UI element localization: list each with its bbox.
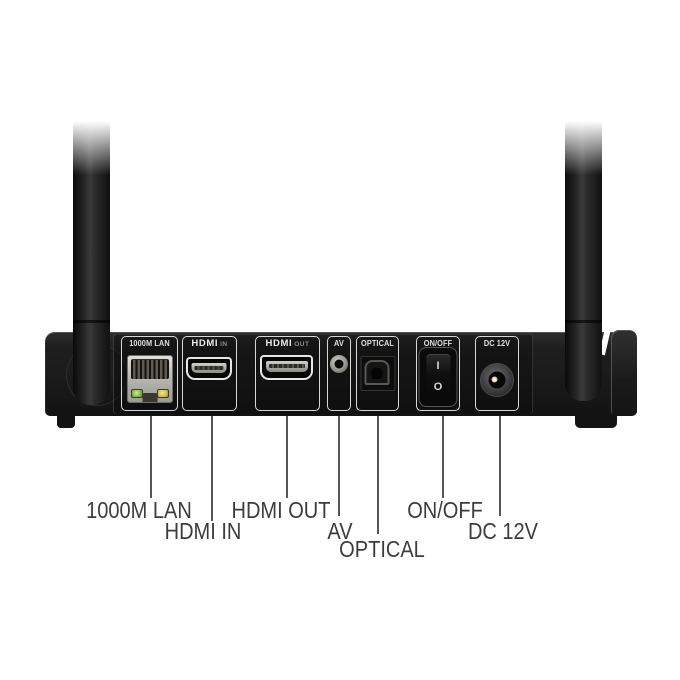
callout-line-dc: [499, 414, 501, 516]
optical-port-group: OPTICAL: [356, 336, 399, 411]
rear-port-panel: [113, 334, 533, 414]
av-port-group: AV: [327, 336, 351, 411]
antenna-top-fade: [69, 115, 114, 175]
lan-port-label: 1000M LAN: [129, 339, 170, 348]
antenna-top-fade: [561, 115, 606, 175]
callout-line-hdmi-out: [286, 414, 288, 498]
lan-port-group: 1000M LAN: [121, 336, 178, 411]
optical-jack: [360, 356, 395, 391]
callout-line-av: [338, 414, 340, 516]
dc-jack-pin: [491, 376, 498, 383]
callout-line-power: [442, 414, 444, 498]
antenna-joint-seam: [73, 320, 110, 323]
optical-port-label: OPTICAL: [361, 339, 394, 348]
antenna-joint-seam: [565, 320, 602, 323]
callout-label-lan: 1000M LAN: [86, 497, 192, 523]
dc-jack-hole: [488, 371, 506, 389]
power-port-group: ON/OFF I O: [416, 336, 460, 411]
hdmi-logo: HDMI: [265, 338, 293, 349]
callout-label-power: ON/OFF: [407, 497, 483, 523]
power-on-mark: I: [436, 360, 440, 372]
callout-line-hdmi-in: [211, 414, 213, 521]
hdmi-out-port-label: HDMI OUT: [256, 339, 319, 350]
hdmi-in-suffix: IN: [220, 341, 228, 348]
callout-line-lan: [150, 414, 152, 498]
hdmi-out-jack: [260, 355, 313, 380]
power-port-label: ON/OFF: [423, 339, 453, 348]
av-port-label: AV: [334, 339, 344, 348]
body-right-corner: [611, 330, 637, 415]
hdmi-connector: [265, 361, 308, 372]
lan-led-yellow: [157, 389, 169, 398]
rj45-clip-notch: [142, 393, 158, 402]
av-jack: [330, 355, 348, 373]
dc-jack: [480, 363, 514, 397]
hdmi-logo: HDMI: [191, 338, 219, 349]
hdmi-pin-slot: [268, 364, 305, 368]
callout-label-hdmi-in: HDMI IN: [164, 518, 242, 544]
lan-led-green: [131, 389, 143, 398]
callout-label-dc: DC 12V: [467, 518, 539, 544]
rj45-pins: [131, 359, 169, 379]
hdmi-connector: [191, 363, 227, 373]
hdmi-in-jack: [186, 357, 232, 380]
callout-line-optical: [377, 414, 379, 534]
callout-label-optical: OPTICAL: [339, 536, 425, 562]
hdmi-in-port-group: HDMI IN: [182, 336, 237, 411]
callout-label-av: AV: [327, 518, 353, 544]
hdmi-out-suffix: OUT: [294, 341, 310, 348]
rj45-jack: [127, 355, 173, 403]
dc-port-group: DC 12V: [475, 336, 519, 411]
power-switch: I O: [418, 347, 458, 407]
callout-label-hdmi-out: HDMI OUT: [231, 497, 331, 523]
hdmi-pin-slot: [194, 366, 224, 370]
rubber-foot-right: [575, 415, 617, 428]
dc-port-label: DC 12V: [483, 339, 511, 348]
hdmi-in-port-label: HDMI IN: [183, 339, 236, 350]
hdmi-out-port-group: HDMI OUT: [255, 336, 320, 411]
power-rocker: I O: [426, 354, 450, 398]
rubber-foot-left: [57, 415, 75, 428]
av-jack-hole: [334, 359, 344, 369]
power-off-mark: O: [433, 381, 443, 393]
toslink-connector: [364, 360, 389, 385]
